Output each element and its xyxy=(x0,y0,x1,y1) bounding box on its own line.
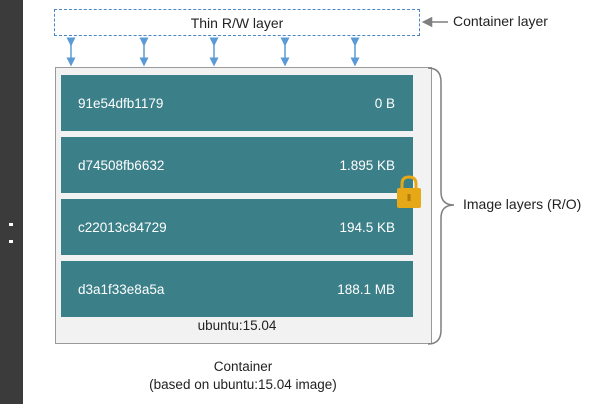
image-layer: d74508fb6632 1.895 KB xyxy=(61,137,413,193)
layer-size: 0 B xyxy=(374,95,395,111)
image-layer: 91e54dfb1179 0 B xyxy=(61,75,413,131)
caption-title: Container xyxy=(213,359,273,374)
container-layer-label: Container layer xyxy=(453,13,548,29)
layer-size: 188.1 MB xyxy=(337,281,395,297)
diagram-overlay xyxy=(66,16,455,345)
image-layer: c22013c84729 194.5 KB xyxy=(61,199,413,255)
diagram-canvas: Thin R/W layer Container layer 91e54dfb1… xyxy=(23,0,601,404)
edge-mark xyxy=(9,223,13,226)
thin-rw-layer: Thin R/W layer xyxy=(54,9,420,36)
layer-id: c22013c84729 xyxy=(78,219,167,235)
base-image-label: ubuntu:15.04 xyxy=(197,318,277,333)
image-layer: d3a1f33e8a5a 188.1 MB xyxy=(61,261,413,317)
layer-id: d74508fb6632 xyxy=(78,157,165,173)
container-caption: Container (based on ubuntu:15.04 image) xyxy=(23,358,463,394)
layer-id: d3a1f33e8a5a xyxy=(78,281,165,297)
caption-subtitle: (based on ubuntu:15.04 image) xyxy=(149,377,337,392)
image-layers-label: Image layers (R/O) xyxy=(463,196,582,212)
rw-arrows xyxy=(66,37,360,67)
image-layers-brace xyxy=(427,67,455,345)
layer-size: 194.5 KB xyxy=(339,219,395,235)
edge-mark xyxy=(9,240,13,243)
thin-rw-layer-label: Thin R/W layer xyxy=(190,14,284,31)
layer-id: 91e54dfb1179 xyxy=(78,95,164,111)
lock-icon xyxy=(397,175,421,208)
layer-size: 1.895 KB xyxy=(339,157,395,173)
